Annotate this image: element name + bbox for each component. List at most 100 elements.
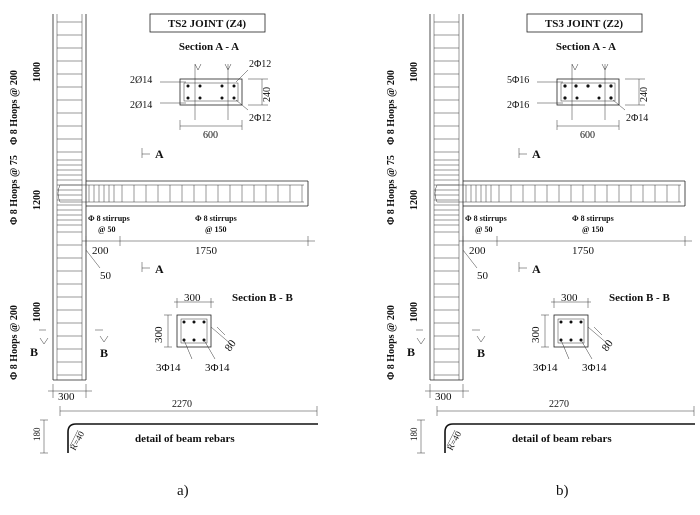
aa-label-bottom-right: 2Φ12 [249, 113, 271, 124]
stirrups-far-spacing: @ 150 [582, 225, 603, 234]
rebar-detail-label: detail of beam rebars [135, 433, 235, 445]
dim-200: 200 [92, 245, 109, 257]
upper-length-label: 1000 [409, 62, 420, 82]
aa-height: 240 [639, 87, 650, 102]
aa-width: 600 [203, 130, 218, 141]
beam-elevation [57, 180, 309, 207]
title-box [526, 13, 643, 33]
section-aa-title: Section A - A [556, 41, 616, 53]
column-width: 300 [435, 391, 452, 403]
bb-cover: 80 [600, 337, 616, 353]
beam-stirrups [88, 185, 303, 202]
cut-a-bottom-label: A [155, 262, 164, 276]
bb-width: 300 [561, 292, 578, 304]
cut-b-left-label: B [407, 345, 415, 359]
cut-a-top-label: A [532, 147, 541, 161]
stirrups-near-spacing: @ 50 [475, 225, 492, 234]
dim-1750: 1750 [195, 245, 218, 257]
cut-a-bottom-marker [141, 262, 150, 272]
aa-height: 240 [262, 87, 273, 102]
cut-b-left-marker [39, 329, 49, 345]
dim-50: 50 [477, 270, 489, 282]
caption-a: a) [177, 483, 189, 499]
rebar-length: 2270 [549, 399, 569, 410]
column-width: 300 [58, 391, 75, 403]
panel-b: TS3 JOINT (Z2) Section A - A 5Φ16 2Φ16 2… [386, 13, 695, 454]
title-box [149, 13, 266, 33]
bb-cover: 80 [223, 337, 239, 353]
lower-length-label: 1000 [409, 302, 420, 322]
stirrups-far-label: Φ 8 stirrups [195, 214, 237, 223]
aa-label-bottom-left: 2Ø14 [130, 100, 152, 111]
cut-a-bottom-label: A [532, 262, 541, 276]
stirrups-far-label: Φ 8 stirrups [572, 214, 614, 223]
section-bb-title: Section B - B [232, 292, 293, 304]
stirrups-near-spacing: @ 50 [98, 225, 115, 234]
section-bb-drawing [164, 298, 233, 360]
bb-label-left: 3Φ14 [156, 362, 181, 374]
caption-b: b) [556, 483, 569, 499]
aa-label-bottom-left: 2Φ16 [507, 100, 529, 111]
joint-title: TS2 JOINT (Z4) [168, 18, 246, 30]
joint-title: TS3 JOINT (Z2) [545, 18, 623, 30]
rebar-radius: R=40 [68, 429, 86, 452]
lower-hoops-label: Φ 8 Hoops @ 200 [9, 305, 20, 380]
dim-50: 50 [100, 270, 112, 282]
cut-b-left-label: B [30, 345, 38, 359]
upper-hoops-label: Φ 8 Hoops @ 200 [386, 70, 397, 145]
aa-label-top-left: 2Ø14 [130, 75, 152, 86]
column-hoops [57, 21, 82, 376]
stirrups-near-label: Φ 8 stirrups [88, 214, 130, 223]
stirrups-near-label: Φ 8 stirrups [465, 214, 507, 223]
upper-length-label: 1000 [32, 62, 43, 82]
cut-a-top-label: A [155, 147, 164, 161]
section-aa-title: Section A - A [179, 41, 239, 53]
panel-a: TS2 JOINT (Z4) Section A - A 2Ø14 2Ø14 2… [9, 13, 318, 454]
stirrups-far-spacing: @ 150 [205, 225, 226, 234]
cut-b-right-label: B [477, 346, 485, 360]
beam-elevation [434, 180, 686, 207]
dim-200: 200 [469, 245, 486, 257]
aa-label-bottom-right: 2Φ14 [626, 113, 648, 124]
cut-b-left-marker [416, 329, 426, 345]
rebar-shape [67, 423, 318, 453]
mid-hoops-label: Φ 8 Hoops @ 75 [9, 155, 20, 225]
aa-label-top-right: 2Φ12 [249, 59, 271, 70]
cut-a-bottom-marker [518, 262, 527, 272]
bb-height: 300 [153, 326, 165, 343]
cut-a-top-marker [518, 148, 527, 158]
beam-stirrups [465, 185, 680, 202]
section-bb-title: Section B - B [609, 292, 670, 304]
dim-1750: 1750 [572, 245, 595, 257]
lower-hoops-label: Φ 8 Hoops @ 200 [386, 305, 397, 380]
bb-label-right: 3Φ14 [205, 362, 230, 374]
column-elevation [52, 14, 87, 381]
rebar-radius: R=40 [445, 429, 463, 452]
cut-a-top-marker [141, 148, 150, 158]
mid-hoops-label: Φ 8 Hoops @ 75 [386, 155, 397, 225]
column-hoops [434, 21, 459, 376]
lower-length-label: 1000 [32, 302, 43, 322]
cut-b-right-label: B [100, 346, 108, 360]
bb-label-left: 3Φ14 [533, 362, 558, 374]
bb-height: 300 [530, 326, 542, 343]
rebar-shape [444, 423, 695, 453]
mid-length-label: 1200 [409, 190, 420, 210]
cut-b-right-marker [472, 329, 486, 343]
section-aa-drawing [537, 63, 645, 130]
aa-width: 600 [580, 130, 595, 141]
aa-label-top-left: 5Φ16 [507, 75, 529, 86]
rebar-length: 2270 [172, 399, 192, 410]
rebar-hook: 180 [32, 427, 42, 441]
bb-label-right: 3Φ14 [582, 362, 607, 374]
section-aa-drawing [160, 63, 268, 130]
column-elevation [429, 14, 464, 381]
upper-hoops-label: Φ 8 Hoops @ 200 [9, 70, 20, 145]
rebar-hook: 180 [409, 427, 419, 441]
rebar-detail-label: detail of beam rebars [512, 433, 612, 445]
cut-b-right-marker [95, 329, 109, 343]
mid-length-label: 1200 [32, 190, 43, 210]
section-bb-drawing [541, 298, 610, 360]
